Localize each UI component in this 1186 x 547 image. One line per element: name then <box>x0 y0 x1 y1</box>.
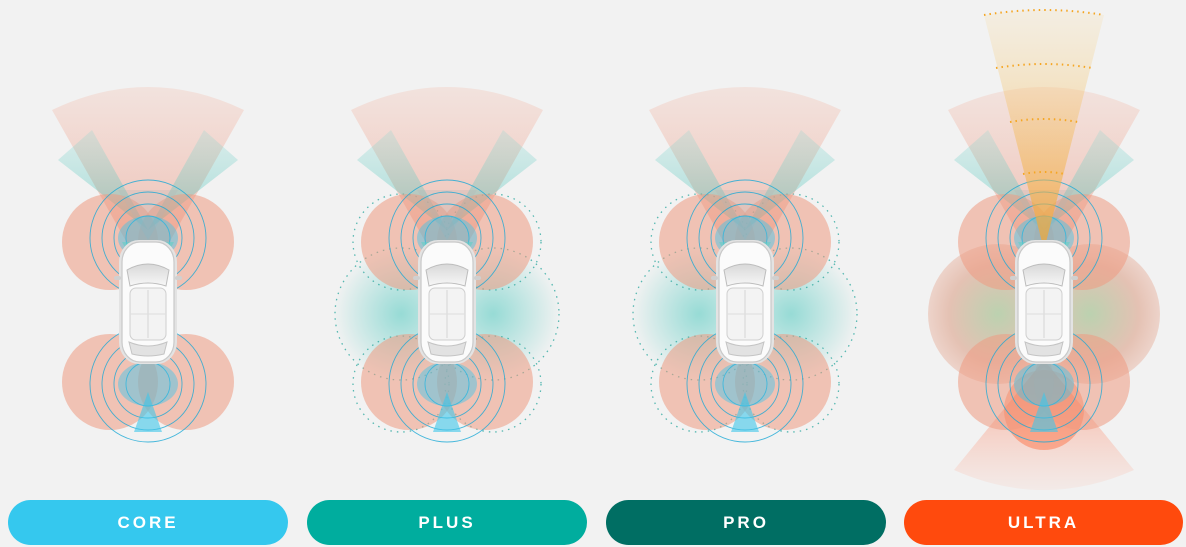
car-icon <box>413 240 481 364</box>
car-icon <box>1010 240 1078 364</box>
car-icon <box>114 240 182 364</box>
pro-coverage-diagram <box>631 87 859 442</box>
ultra-tier-button[interactable]: ULTRA <box>904 500 1183 545</box>
plus-coverage-diagram <box>333 87 561 442</box>
pro-tier-button[interactable]: PRO <box>606 500 886 545</box>
plus-tier-button[interactable]: PLUS <box>307 500 587 545</box>
core-tier-button[interactable]: CORE <box>8 500 288 545</box>
core-coverage-diagram <box>52 87 244 442</box>
ultra-coverage-diagram <box>928 10 1160 490</box>
car-icon <box>711 240 779 364</box>
